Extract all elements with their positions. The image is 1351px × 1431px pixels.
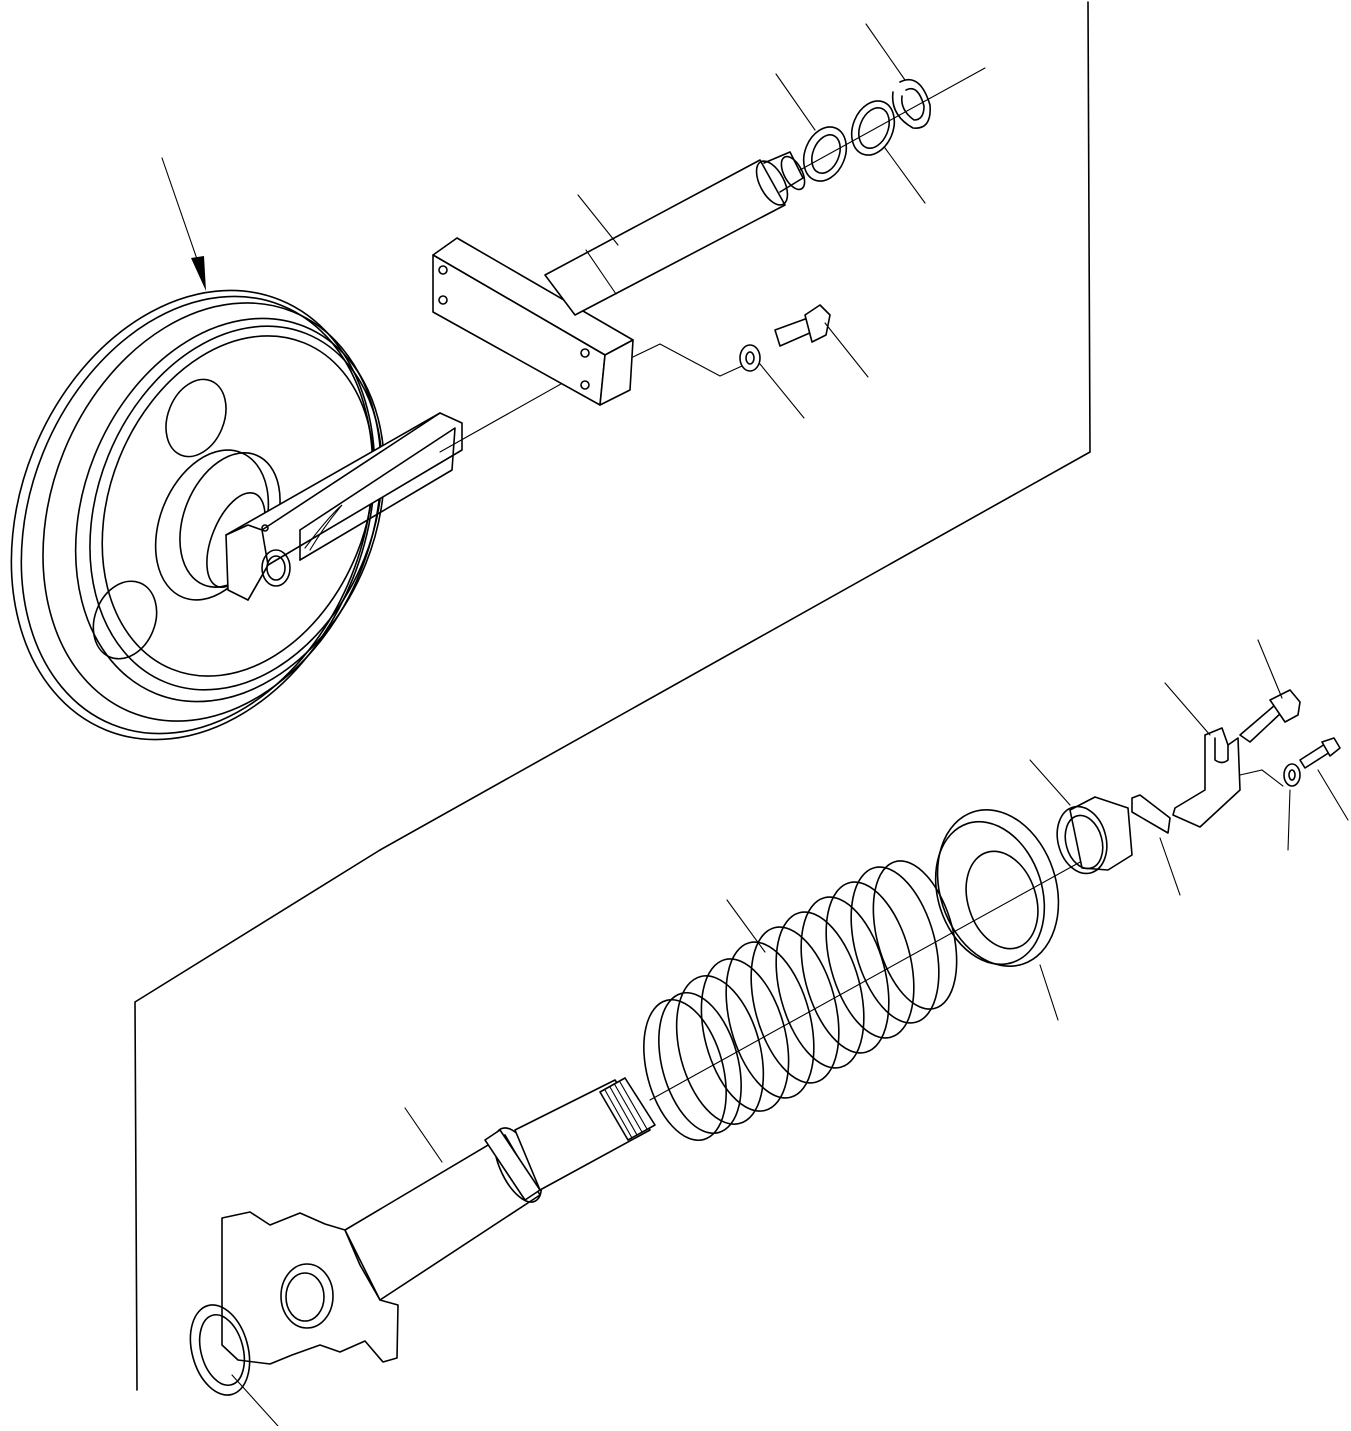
idler-yoke <box>225 361 601 601</box>
block-bolt <box>774 304 831 347</box>
lock-plate <box>1131 794 1181 896</box>
lower-centerline <box>649 839 1121 1101</box>
rod <box>544 151 806 316</box>
block-washer <box>739 344 761 372</box>
washer-upper-1 <box>802 126 848 182</box>
washer-upper-2 <box>850 100 896 156</box>
block-bolt-leader-line <box>632 343 743 377</box>
recoil-spring <box>643 860 958 1142</box>
upper-centerline <box>799 67 986 171</box>
grease-fitting <box>1239 639 1301 743</box>
snap-ring <box>891 78 931 129</box>
lower-group-frame <box>134 849 381 1391</box>
upper-leaders <box>161 23 926 419</box>
bracket-bolt-leader-line <box>1239 769 1284 787</box>
bracket <box>1164 682 1241 828</box>
spring-seat <box>934 809 1060 1021</box>
guide-block <box>432 237 634 406</box>
bracket-bolt <box>1299 737 1349 821</box>
end-seal-ring <box>189 1304 279 1427</box>
recoil-cylinder-rod <box>221 1077 656 1365</box>
upper-group-frame <box>379 1 1091 851</box>
bracket-washer <box>1283 763 1301 851</box>
nut <box>1029 759 1133 875</box>
